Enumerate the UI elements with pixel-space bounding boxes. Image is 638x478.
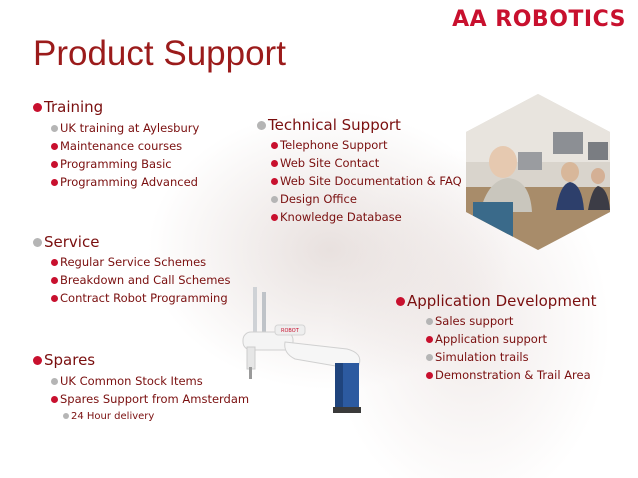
item-label: Demonstration & Trail Area: [435, 368, 591, 382]
item-label: 24 Hour delivery: [71, 410, 155, 422]
training-section: Training UK training at Aylesbury Mainte…: [33, 97, 199, 191]
page-title: Product Support: [33, 34, 286, 73]
bullet-icon: [51, 395, 58, 403]
sub-list-item: 24 Hour delivery: [33, 408, 249, 424]
list-item: Web Site Contact: [257, 154, 462, 172]
heading-label: Training: [44, 98, 104, 116]
list-item: Application support: [396, 330, 597, 348]
bullet-icon: [51, 377, 58, 385]
item-label: Regular Service Schemes: [60, 255, 207, 269]
bullet-icon: [51, 294, 58, 302]
item-label: Maintenance courses: [60, 139, 183, 153]
item-label: Telephone Support: [280, 138, 388, 152]
list-item: Breakdown and Call Schemes: [33, 271, 231, 289]
bullet-icon: [426, 335, 433, 343]
item-label: Simulation trails: [435, 350, 529, 364]
technical-support-section: Technical Support Telephone Support Web …: [257, 115, 462, 226]
application-development-heading: Application Development: [396, 291, 597, 311]
list-item: UK training at Aylesbury: [33, 119, 199, 137]
item-label: Knowledge Database: [280, 210, 402, 224]
bullet-icon: [63, 413, 69, 419]
heading-label: Application Development: [407, 292, 597, 310]
heading-label: Service: [44, 233, 100, 251]
service-section: Service Regular Service Schemes Breakdow…: [33, 232, 231, 307]
item-label: Design Office: [280, 192, 357, 206]
item-label: Programming Basic: [60, 157, 172, 171]
list-item: Programming Basic: [33, 155, 199, 173]
bullet-icon: [33, 355, 42, 365]
heading-label: Technical Support: [268, 116, 401, 134]
bullet-icon: [271, 195, 278, 203]
item-label: Web Site Documentation & FAQ: [280, 174, 462, 188]
bullet-icon: [426, 371, 433, 379]
bullet-icon: [33, 237, 42, 247]
bullet-icon: [426, 317, 433, 325]
list-item: Web Site Documentation & FAQ: [257, 172, 462, 190]
bullet-icon: [271, 159, 278, 167]
bullet-icon: [51, 142, 58, 150]
bullet-icon: [51, 178, 58, 186]
spares-section: Spares UK Common Stock Items Spares Supp…: [33, 350, 249, 424]
svg-text:ROBOT: ROBOT: [281, 328, 300, 334]
list-item: Programming Advanced: [33, 173, 199, 191]
spares-heading: Spares: [33, 350, 249, 370]
item-label: Sales support: [435, 314, 514, 328]
company-logo: AA ROBOTICS: [452, 7, 626, 32]
list-item: Demonstration & Trail Area: [396, 366, 597, 384]
bullet-icon: [51, 160, 58, 168]
service-heading: Service: [33, 232, 231, 252]
scara-robot-image: ROBOT: [242, 287, 361, 413]
list-item: Telephone Support: [257, 136, 462, 154]
item-label: Contract Robot Programming: [60, 291, 228, 305]
item-label: Web Site Contact: [280, 156, 380, 170]
application-development-section: Application Development Sales support Ap…: [396, 291, 597, 384]
list-item: Spares Support from Amsterdam: [33, 390, 249, 408]
list-item: Simulation trails: [396, 348, 597, 366]
bullet-icon: [271, 177, 278, 185]
item-label: UK training at Aylesbury: [60, 121, 200, 135]
item-label: Breakdown and Call Schemes: [60, 273, 231, 287]
office-photo: [466, 94, 610, 250]
item-label: UK Common Stock Items: [60, 374, 203, 388]
list-item: Contract Robot Programming: [33, 289, 231, 307]
list-item: Knowledge Database: [257, 208, 462, 226]
item-label: Spares Support from Amsterdam: [60, 392, 250, 406]
list-item: UK Common Stock Items: [33, 372, 249, 390]
technical-support-heading: Technical Support: [257, 115, 462, 135]
bullet-icon: [33, 102, 42, 112]
bullet-icon: [396, 296, 405, 306]
bullet-icon: [51, 124, 58, 132]
bullet-icon: [271, 213, 278, 221]
training-heading: Training: [33, 97, 199, 117]
bullet-icon: [51, 276, 58, 284]
list-item: Maintenance courses: [33, 137, 199, 155]
heading-label: Spares: [44, 351, 96, 369]
bullet-icon: [257, 120, 266, 130]
list-item: Regular Service Schemes: [33, 253, 231, 271]
item-label: Application support: [435, 332, 548, 346]
bullet-icon: [51, 258, 58, 266]
list-item: Design Office: [257, 190, 462, 208]
item-label: Programming Advanced: [60, 175, 198, 189]
list-item: Sales support: [396, 312, 597, 330]
bullet-icon: [426, 353, 433, 361]
bullet-icon: [271, 141, 278, 149]
